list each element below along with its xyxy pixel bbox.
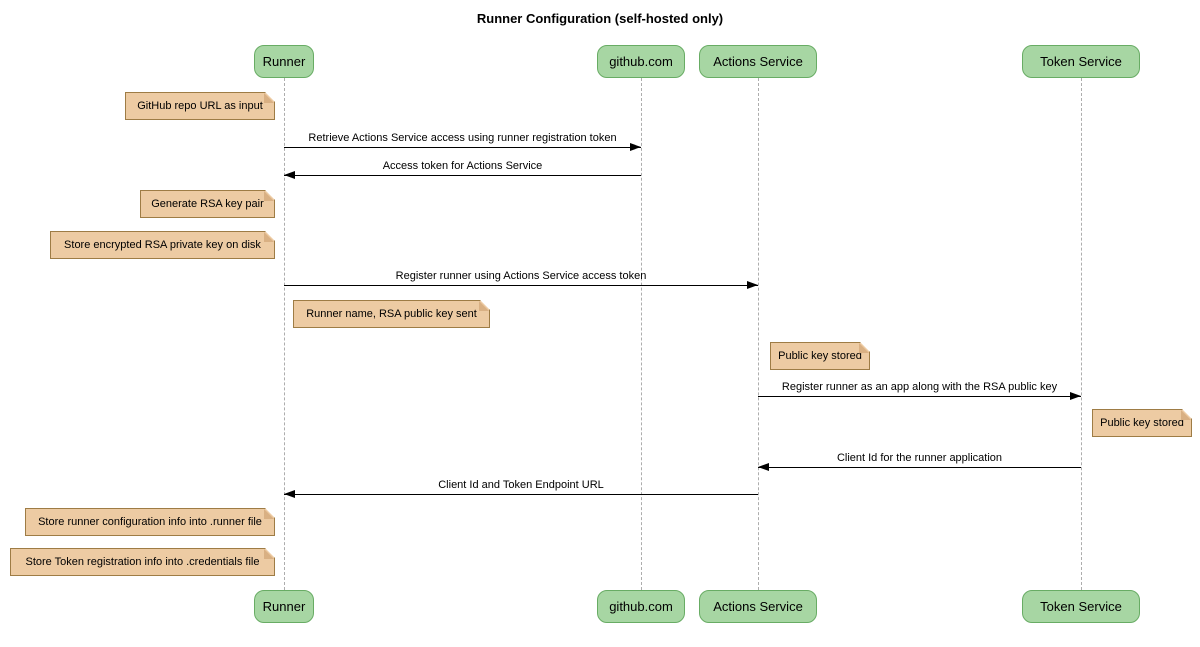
participant-label: Token Service <box>1040 54 1122 69</box>
participant-label: Runner <box>262 599 306 614</box>
note: GitHub repo URL as input <box>125 92 275 120</box>
message-line <box>758 467 1081 468</box>
participant-label: Actions Service <box>713 54 803 69</box>
note: Generate RSA key pair <box>140 190 275 218</box>
note-label: Runner name, RSA public key sent <box>306 308 477 320</box>
message-line <box>758 396 1081 397</box>
lifeline-runner <box>284 78 285 590</box>
message-line <box>284 285 758 286</box>
diagram-title: Runner Configuration (self-hosted only) <box>476 11 724 26</box>
note-fold-corner <box>264 509 274 519</box>
note-fold-corner <box>264 93 274 103</box>
message-label: Retrieve Actions Service access using ru… <box>308 132 617 144</box>
note-label: GitHub repo URL as input <box>137 100 263 112</box>
note-fold-corner <box>1181 410 1191 420</box>
participant-label: github.com <box>609 54 673 69</box>
note: Public key stored <box>1092 409 1192 437</box>
message-label: Client Id and Token Endpoint URL <box>438 479 604 491</box>
participant-github-top: github.com <box>597 45 685 78</box>
message-arrowhead <box>747 281 758 289</box>
message-label: Register runner using Actions Service ac… <box>395 270 647 282</box>
lifeline-actions <box>758 78 759 590</box>
message-arrowhead <box>758 463 769 471</box>
participant-actions-bottom: Actions Service <box>699 590 817 623</box>
participant-runner-bottom: Runner <box>254 590 314 623</box>
note-fold-corner <box>264 191 274 201</box>
message-arrowhead <box>630 143 641 151</box>
message-arrowhead <box>284 171 295 179</box>
note: Store runner configuration info into .ru… <box>25 508 275 536</box>
note: Store Token registration info into .cred… <box>10 548 275 576</box>
message-arrowhead <box>1070 392 1081 400</box>
message-line <box>284 147 641 148</box>
participant-runner-top: Runner <box>254 45 314 78</box>
participant-label: github.com <box>609 599 673 614</box>
message-line <box>284 175 641 176</box>
note-label: Store encrypted RSA private key on disk <box>64 239 261 251</box>
lifeline-token <box>1081 78 1082 590</box>
lifeline-github <box>641 78 642 590</box>
message-label: Access token for Actions Service <box>382 160 543 172</box>
participant-token-top: Token Service <box>1022 45 1140 78</box>
note-fold-corner <box>264 232 274 242</box>
note-label: Public key stored <box>1100 417 1184 429</box>
note-fold-corner <box>859 343 869 353</box>
note-label: Public key stored <box>778 350 862 362</box>
note-label: Store runner configuration info into .ru… <box>38 516 262 528</box>
note-label: Store Token registration info into .cred… <box>25 556 260 568</box>
message-label: Client Id for the runner application <box>836 452 1003 464</box>
participant-label: Runner <box>262 54 306 69</box>
note: Runner name, RSA public key sent <box>293 300 490 328</box>
note: Public key stored <box>770 342 870 370</box>
message-line <box>284 494 758 495</box>
participant-actions-top: Actions Service <box>699 45 817 78</box>
note: Store encrypted RSA private key on disk <box>50 231 275 259</box>
note-fold-corner <box>479 301 489 311</box>
participant-github-bottom: github.com <box>597 590 685 623</box>
participant-label: Token Service <box>1040 599 1122 614</box>
message-arrowhead <box>284 490 295 498</box>
note-label: Generate RSA key pair <box>151 198 264 210</box>
note-fold-corner <box>264 549 274 559</box>
message-label: Register runner as an app along with the… <box>781 381 1058 393</box>
participant-token-bottom: Token Service <box>1022 590 1140 623</box>
participant-label: Actions Service <box>713 599 803 614</box>
